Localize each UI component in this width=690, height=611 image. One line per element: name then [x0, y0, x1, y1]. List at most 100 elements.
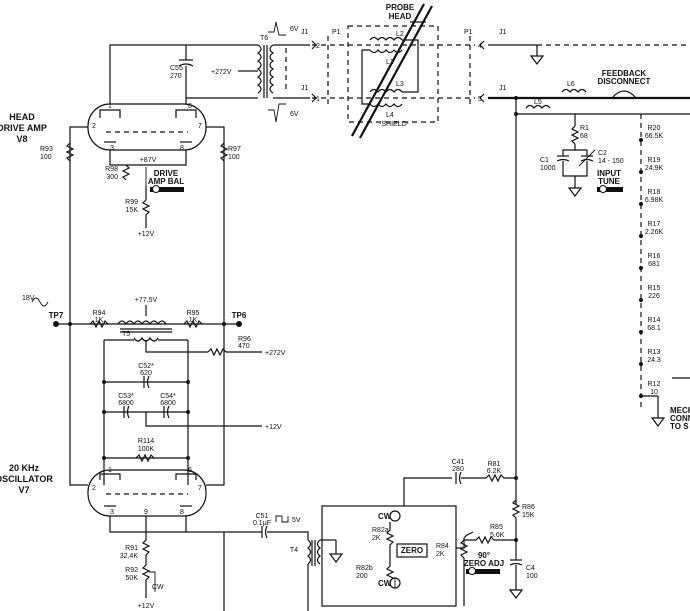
c4-value: 100 — [526, 573, 538, 580]
junction-l5 — [514, 96, 518, 100]
probe-head-label-line1: PROBE — [386, 3, 415, 12]
contact-r15 — [639, 298, 643, 302]
r1-label: R1 — [580, 125, 589, 132]
r17-label: R17 — [648, 221, 661, 228]
r97-value: 100 — [228, 154, 240, 161]
r96-value: 470 — [238, 343, 250, 350]
c54-label: C54* — [160, 393, 176, 400]
pin-2-label: 2 — [316, 43, 320, 50]
c2-variable-arrow — [578, 149, 596, 167]
zero-label-box — [396, 543, 428, 558]
r85-value: 5.6K — [490, 532, 505, 539]
r94-label: R94 — [93, 310, 106, 317]
inductor-l6-label: L6 — [567, 81, 575, 88]
tube-v8: 2 7 1 6 3 8 — [87, 103, 207, 152]
c41-label: C41 — [452, 459, 465, 466]
r14-label: R14 — [648, 317, 661, 324]
drive-amp-bal-screw-icon[interactable] — [152, 185, 160, 193]
mech-label-line1: MECH — [670, 406, 690, 415]
resistor-r91 — [141, 532, 151, 565]
ground-icon-top-right — [529, 45, 545, 65]
test-point-tp6[interactable] — [236, 321, 242, 327]
r114-value: 100K — [138, 446, 155, 453]
coil-l2 — [369, 36, 403, 41]
contact-r17 — [639, 234, 643, 238]
tube-v7-pin8: 8 — [180, 509, 184, 516]
resistor-r98 — [121, 164, 131, 181]
coil-link-right — [402, 39, 419, 93]
junction-c53-left — [102, 410, 106, 414]
c41-plate-b — [458, 471, 462, 485]
r12-label: R12 — [648, 381, 661, 388]
input-tune-label-line1: INPUT — [597, 169, 621, 178]
coil-l2-label: L2 — [396, 31, 404, 38]
r81-label: R81 — [488, 461, 501, 468]
feedback-label-line2: DISCONNECT — [598, 77, 651, 86]
wire-r84-left — [456, 531, 474, 549]
head-drive-title-line1: HEAD — [9, 112, 35, 122]
contact-r19 — [639, 170, 643, 174]
c41-value: 280 — [452, 466, 464, 473]
wire-r1-c1 — [562, 144, 576, 156]
r86-label: R86 — [522, 504, 535, 511]
coil-l1-label: L1 — [386, 59, 394, 66]
r92-value: 50K — [126, 575, 139, 582]
junction-c54-right — [186, 410, 190, 414]
r82a-cw-knob-icon[interactable] — [389, 510, 401, 522]
c52-plate-b — [146, 375, 150, 389]
r20-label: R20 — [648, 125, 661, 132]
zero-label: ZERO — [401, 546, 423, 555]
test-point-tp7[interactable] — [53, 321, 59, 327]
coil-l3 — [369, 88, 403, 93]
r86-value: 15K — [522, 512, 535, 519]
tube-v7-envelope — [87, 469, 207, 517]
t5-label: T5 — [122, 331, 130, 338]
connector-j1-right-top: J1 — [499, 29, 507, 36]
resistor-r86 — [511, 499, 521, 519]
contact-r20 — [639, 138, 643, 142]
input-tune-screw-icon[interactable] — [599, 185, 607, 193]
c4-label: C4 — [526, 565, 535, 572]
t4-primary — [307, 539, 312, 565]
junction-tp7 — [68, 322, 72, 326]
ground-c4-icon — [508, 589, 524, 599]
resistor-r85 — [464, 535, 516, 545]
tube-v8-plate-left — [99, 109, 121, 118]
pin-5-connector-icon — [479, 93, 485, 103]
r13-value: 24.3 — [647, 357, 661, 364]
c4-plate-b — [509, 562, 523, 566]
c54-value: 6800 — [160, 400, 176, 407]
resistor-r84 — [459, 539, 469, 559]
r82b-label: R82b — [356, 565, 373, 572]
oscillator-title-line1: 20 KHz — [9, 463, 40, 473]
tube-v8-pin8: 8 — [180, 145, 184, 152]
wire-left-rail — [69, 126, 88, 486]
v775-label: +77.5V — [135, 297, 158, 304]
c51-label: C51 — [256, 513, 269, 520]
wave-5v-label: 5V — [292, 517, 301, 524]
wave-18v-label: 18V — [22, 295, 35, 302]
range-switch-contacts — [639, 138, 643, 398]
oscillator-title-line3: V7 — [18, 485, 29, 495]
probe-head-label-line2: HEAD — [389, 12, 412, 21]
pin-1-label: 1 — [316, 96, 320, 103]
contact-r14 — [639, 330, 643, 334]
r92-label: R92 — [125, 567, 138, 574]
head-drive-title-line2: DRIVE AMP — [0, 123, 47, 133]
tube-v8-pin6: 6 — [188, 103, 192, 110]
resistor-r94 — [89, 319, 109, 329]
c54-plate-b — [166, 405, 170, 419]
junction-r81 — [514, 476, 518, 480]
zero-adj-screw-icon[interactable] — [468, 567, 476, 575]
waveform-top-trace — [268, 21, 286, 36]
drive-bal-label-line1: DRIVE — [154, 169, 179, 178]
c2-label: C2 — [598, 150, 607, 157]
v272-top-label: +272V — [211, 69, 232, 76]
r114-label: R114 — [138, 438, 154, 445]
mech-label-line3: TO S — [670, 422, 689, 431]
contact-r16 — [639, 266, 643, 270]
network-junctions — [102, 380, 190, 460]
t6-primary — [256, 44, 262, 94]
ground-r12-icon — [650, 417, 666, 427]
